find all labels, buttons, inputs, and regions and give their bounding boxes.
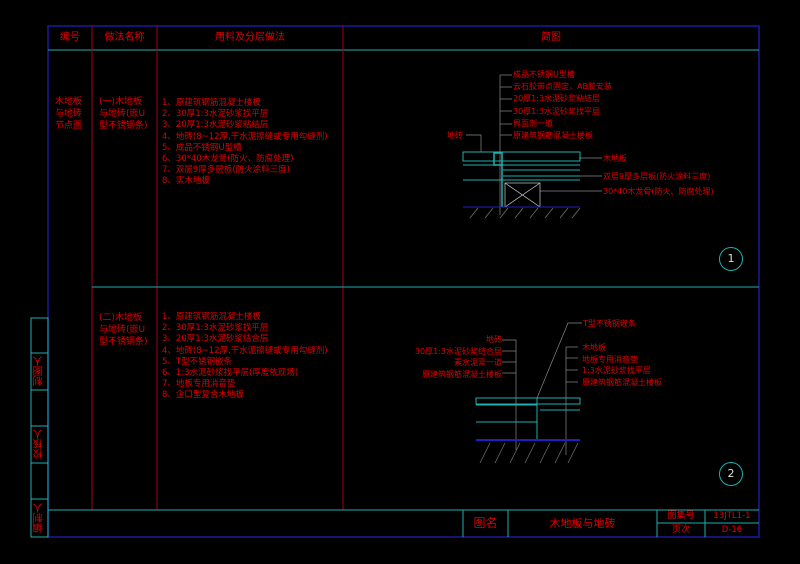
callout: 木地板: [582, 343, 606, 352]
callout: 20厚1:3水泥砂浆粘结层: [513, 94, 601, 104]
step: 6、1:3水泥砂浆找平层(厚度依现场): [162, 368, 299, 379]
callout: 地砖: [486, 335, 502, 344]
title-name-label: 图名: [473, 516, 498, 530]
detail2-left-labels: 地砖 30厚1:3水泥砂浆结合层 素水泥膏一道 原建筑钢筋混凝土楼板: [404, 334, 502, 380]
step: 5、T型不锈钢嵌条: [162, 356, 233, 367]
row1-steps: 1、原建筑钢筋混凝土楼板 2、30厚1:3水泥砂浆找平层 3、20厚1:3水泥砂…: [162, 98, 328, 188]
callout: 30厚1:3水泥砂浆结合层: [414, 346, 502, 356]
row1-name-line: 与地砖(嵌U: [99, 109, 146, 119]
callout: 原建筑钢筋混凝土楼板: [422, 369, 502, 379]
detail1-label-tile: 地砖: [447, 131, 463, 140]
outer-frame: [47, 25, 760, 538]
atlas-label: 图集号: [667, 511, 695, 521]
callout: 原建筑钢筋混凝土楼板: [582, 377, 662, 387]
detail-number-2: 2: [719, 462, 743, 486]
row2-name-line: 型不锈钢条): [99, 337, 148, 347]
step: 2、30厚1:3水泥砂浆找平层: [162, 109, 269, 120]
step: 2、30厚1:3水泥砂浆找平层: [162, 323, 269, 334]
side-label-drafter: 制图人: [34, 356, 45, 387]
step: 7、双层9厚多层板(防火涂料三度): [162, 165, 290, 176]
detail2-label-t-strip: T型不锈钢嵌条: [583, 319, 636, 328]
header-method-name: 做法名称: [104, 32, 145, 43]
page-label: 页次: [671, 525, 690, 535]
step: 1、原建筑钢筋混凝土楼板: [162, 312, 261, 322]
callout: 1:3水泥砂浆找平层: [582, 366, 651, 376]
callout: 30厚1:3水泥砂浆找平层: [513, 106, 601, 116]
step: 8、实木地板: [162, 176, 210, 187]
row1-no: 木地板 与地砖 节点图: [55, 96, 82, 132]
step: 5、成品不锈钢U型槽: [162, 142, 242, 153]
step: 6、30*40木龙骨(防火、防腐处理): [162, 154, 294, 165]
step: 4、地砖(8~12厚,干水泥擦缝或专用勾缝剂): [162, 345, 328, 356]
row2-name-line: 与地砖(嵌U: [99, 325, 146, 335]
step: 8、企口型复合木地板: [162, 390, 244, 401]
detail-1-section: [462, 74, 602, 219]
side-strip-frame: [30, 317, 49, 538]
detail1-label-joist: 30*40木龙骨(防火、防腐处理): [603, 187, 714, 196]
step: 3、20厚1:3水泥砂浆粘结层: [162, 120, 269, 131]
callout: 原建筑钢筋混凝土楼板: [513, 131, 593, 141]
row2-steps: 1、原建筑钢筋混凝土楼板 2、30厚1:3水泥砂浆找平层 3、20厚1:3水泥砂…: [162, 312, 328, 402]
atlas-number: 13JTL1-1: [713, 511, 751, 521]
callout: 云石胶带点固定，AB胶安装: [513, 82, 612, 92]
row1-name-line: 型不锈钢条): [99, 121, 148, 131]
drawing-title: 木地板与地砖: [549, 517, 616, 530]
callout: 界面剂一道: [513, 118, 553, 128]
step: 1、原建筑钢筋混凝土楼板: [162, 98, 261, 108]
page-number: D-16: [721, 525, 743, 535]
callout: 成品不锈钢U型槽: [513, 70, 575, 79]
row1-name-line: (一)木地板: [99, 97, 143, 107]
detail2-right-labels: 木地板 地板专用消音垫 1:3水泥砂浆找平层 原建筑钢筋混凝土楼板: [582, 342, 662, 388]
header-no: 编号: [60, 32, 80, 43]
callout: 素水泥膏一道: [454, 358, 502, 367]
row1-method-name: (一)木地板 与地砖(嵌U 型不锈钢条): [99, 96, 148, 132]
header-sketch: 简图: [541, 32, 561, 43]
row2-method-name: (二)木地板 与地砖(嵌U 型不锈钢条): [99, 312, 148, 348]
detail1-label-plywood: 双层9厚多层板(防火涂料三度): [603, 172, 711, 181]
side-label-compiler: 编制人: [34, 503, 45, 533]
detail-2-section: [475, 322, 582, 464]
row2-name-line: (二)木地板: [99, 313, 143, 323]
step: 3、20厚1:3水泥砂浆结合层: [162, 334, 269, 345]
detail1-top-labels: 成品不锈钢U型槽 云石胶带点固定，AB胶安装 20厚1:3水泥砂浆粘结层 30厚…: [513, 69, 612, 142]
detail-number-1: 1: [719, 247, 743, 271]
step: 4、地砖(8~12厚,干水泥擦缝或专用勾缝剂): [162, 131, 328, 142]
row1-no-line: 节点图: [55, 121, 83, 131]
row1-no-line: 与地砖: [55, 109, 83, 119]
side-label-checker: 校核人: [34, 429, 45, 460]
header-materials: 用料及分层做法: [215, 32, 285, 43]
row1-no-line: 木地板: [55, 97, 83, 107]
step: 7、地板专用消音垫: [162, 379, 236, 390]
detail1-label-wood: 木地板: [603, 154, 627, 163]
callout: 地板专用消音垫: [582, 354, 638, 364]
